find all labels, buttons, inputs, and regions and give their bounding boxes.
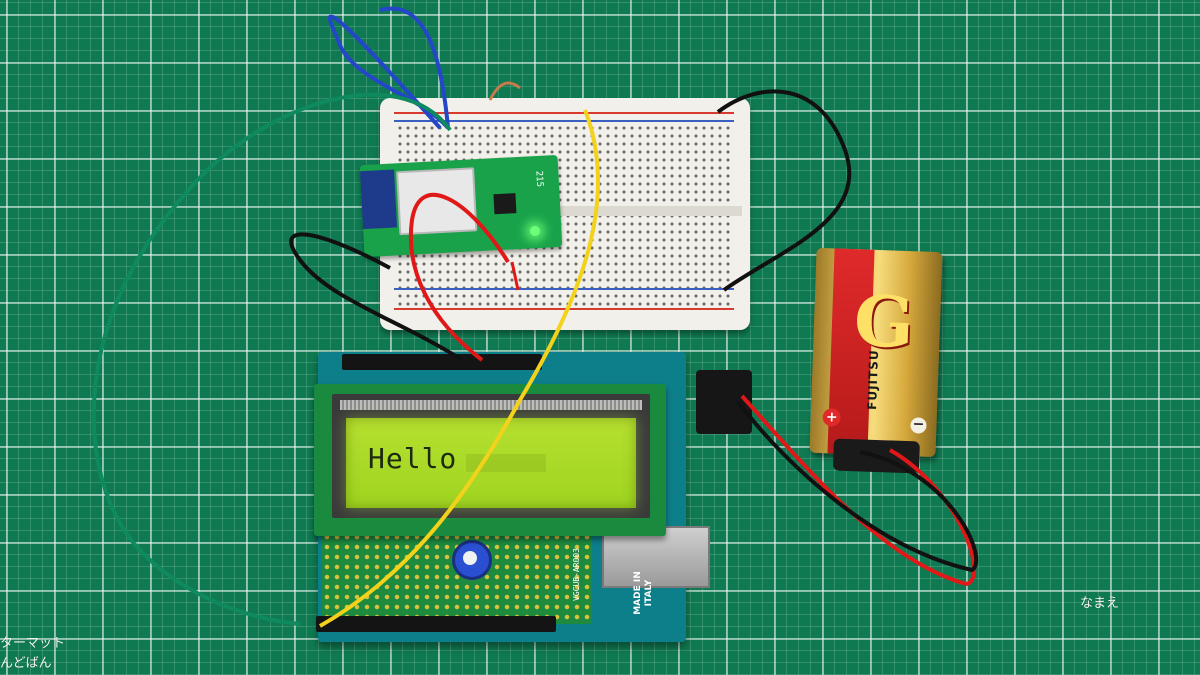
lcd-module: Hello — [314, 384, 666, 536]
antenna — [360, 169, 398, 230]
mat-label-left-line2: んどばん — [0, 656, 52, 671]
dc-power-jack — [696, 370, 752, 434]
shield-label: VGCUB-AR003 — [571, 548, 581, 601]
battery-brand: FUJITSU — [865, 349, 882, 411]
potentiometer — [452, 540, 492, 580]
breadboard-ground-rail — [394, 120, 734, 122]
bluetooth-module-board: 215 — [359, 154, 563, 258]
lcd-bezel: Hello — [332, 394, 650, 518]
status-led — [530, 226, 540, 236]
made-in-label: MADE IN ITALY — [633, 571, 654, 615]
battery-logo: G — [852, 279, 916, 365]
battery-9v: G FUJITSU + − — [809, 247, 946, 474]
breadboard-power-rail — [394, 112, 734, 114]
lcd-metal-frame — [340, 400, 642, 410]
lcd-text: Hello — [368, 442, 458, 475]
battery-snap-connector — [832, 438, 920, 474]
lcd-screen: Hello — [346, 418, 636, 508]
breadboard-power-rail-bottom — [394, 308, 734, 310]
pin-header-top — [342, 354, 542, 370]
mat-label-right: なまえ — [1080, 596, 1120, 611]
rf-module-shield — [396, 167, 478, 236]
ic-chip — [493, 193, 517, 215]
lcd-ghost-chars — [466, 454, 546, 472]
mat-label-left-line1: ターマット — [0, 636, 66, 651]
pin-header-bottom — [316, 616, 556, 632]
breadboard-ground-rail-bottom — [394, 288, 734, 290]
module-label: 215 — [533, 170, 545, 188]
